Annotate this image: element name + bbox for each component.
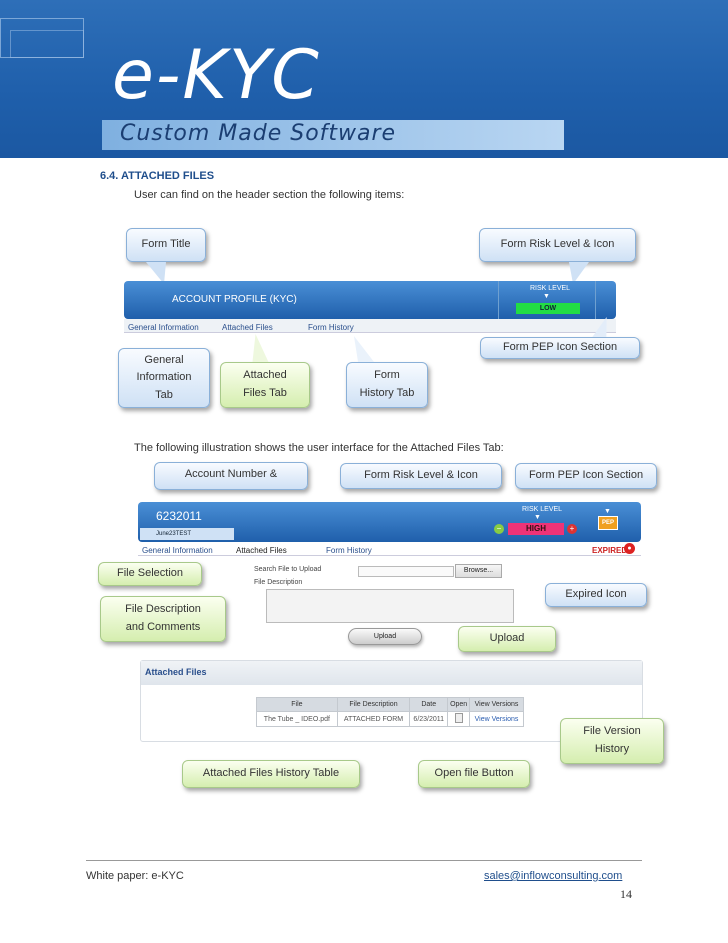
plus-icon[interactable]: +	[567, 524, 577, 534]
tab-form-history[interactable]: Form History	[326, 546, 372, 555]
risk-label-2: RISK LEVEL	[522, 506, 563, 513]
risk-label: RISK LEVEL	[530, 285, 571, 292]
minus-icon[interactable]: −	[494, 524, 504, 534]
callout-risk-level-2: Form Risk Level & Icon	[340, 463, 502, 489]
callout-attached-tab: Attached Files Tab	[220, 362, 310, 408]
chevron-down-icon: ▼	[604, 508, 611, 515]
brand-logo: e-KYC	[112, 36, 321, 115]
column-header: View Versions	[469, 697, 524, 712]
file-description-textarea[interactable]	[266, 589, 514, 623]
callout-risk-level: Form Risk Level & Icon	[479, 228, 636, 262]
callout-file-description: File Description and Comments	[100, 596, 226, 642]
footer-divider	[86, 860, 642, 861]
search-file-label: Search File to Upload	[254, 566, 322, 573]
column-header: Open	[447, 697, 471, 712]
footer-title: White paper: e-KYC	[86, 870, 184, 882]
risk-badge-high: HIGH	[508, 523, 564, 535]
tab-attached-files[interactable]: Attached Files	[222, 323, 273, 332]
account-name: June23TEST	[140, 528, 234, 540]
file-name-cell: The Tube _ IDEO.pdf	[256, 711, 338, 727]
risk-section	[498, 281, 596, 319]
callout-general-tab: General Information Tab	[118, 348, 210, 408]
tab-general-information[interactable]: General Information	[142, 546, 213, 555]
callout-pep-icon-2: Form PEP Icon Section	[515, 463, 657, 489]
callout-pep-icon: Form PEP Icon Section	[480, 337, 640, 359]
page-number: 14	[620, 887, 632, 901]
view-versions-link[interactable]: View Versions	[469, 711, 524, 727]
attached-files-panel-title: Attached Files	[141, 661, 642, 685]
callout-file-selection: File Selection	[98, 562, 202, 586]
form-title: ACCOUNT PROFILE (KYC)	[172, 294, 297, 305]
form-tabs-2: General Information Attached Files Form …	[138, 542, 641, 556]
pep-badge: PEP	[598, 516, 618, 530]
open-file-cell[interactable]	[447, 711, 471, 727]
callout-form-title: Form Title	[126, 228, 206, 262]
banner-frame-decoration	[10, 30, 84, 58]
file-path-input[interactable]	[358, 566, 454, 577]
callout-tail	[345, 336, 375, 362]
attached-files-table: File File Description Date Open View Ver…	[256, 697, 524, 727]
brand-tagline: Custom Made Software	[120, 121, 397, 146]
callout-history-table: Attached Files History Table	[182, 760, 360, 788]
tab-form-history[interactable]: Form History	[308, 323, 354, 332]
callout-history-tab: Form History Tab	[346, 362, 428, 408]
callout-tail	[247, 334, 269, 362]
footer-email-link[interactable]: sales@inflowconsulting.com	[484, 870, 623, 882]
expired-icon[interactable]: ●	[624, 543, 635, 554]
callout-account-number: Account Number &	[154, 462, 308, 490]
callout-expired-icon: Expired Icon	[545, 583, 647, 607]
upload-button[interactable]: Upload	[348, 628, 422, 645]
column-header: Date	[409, 697, 449, 712]
tab-general-information[interactable]: General Information	[128, 323, 199, 332]
column-header: File	[256, 697, 338, 712]
file-description-cell: ATTACHED FORM	[336, 711, 411, 727]
callout-file-version-history: File Version History	[560, 718, 664, 764]
chevron-down-icon: ▼	[543, 293, 550, 300]
section-title: 6.4. ATTACHED FILES	[100, 170, 215, 182]
expired-label: EXPIRED	[592, 546, 628, 555]
file-description-label: File Description	[254, 579, 303, 586]
document-icon[interactable]	[454, 713, 463, 723]
table-row: The Tube _ IDEO.pdf ATTACHED FORM 6/23/2…	[256, 711, 524, 727]
browse-button[interactable]: Browse...	[455, 564, 502, 578]
account-number: 6232011	[156, 509, 202, 523]
form-tabs: General Information Attached Files Form …	[124, 319, 616, 333]
callout-upload: Upload	[458, 626, 556, 652]
table-header-row: File File Description Date Open View Ver…	[256, 697, 524, 712]
column-header: File Description	[336, 697, 411, 712]
tagline-strip	[102, 120, 564, 150]
chevron-down-icon: ▼	[534, 514, 541, 521]
illustration-intro: The following illustration shows the use…	[134, 442, 504, 454]
risk-badge: LOW	[516, 303, 580, 314]
callout-open-file: Open file Button	[418, 760, 530, 788]
file-date-cell: 6/23/2011	[409, 711, 449, 727]
section-intro: User can find on the header section the …	[134, 189, 405, 201]
tab-attached-files[interactable]: Attached Files	[236, 546, 287, 555]
